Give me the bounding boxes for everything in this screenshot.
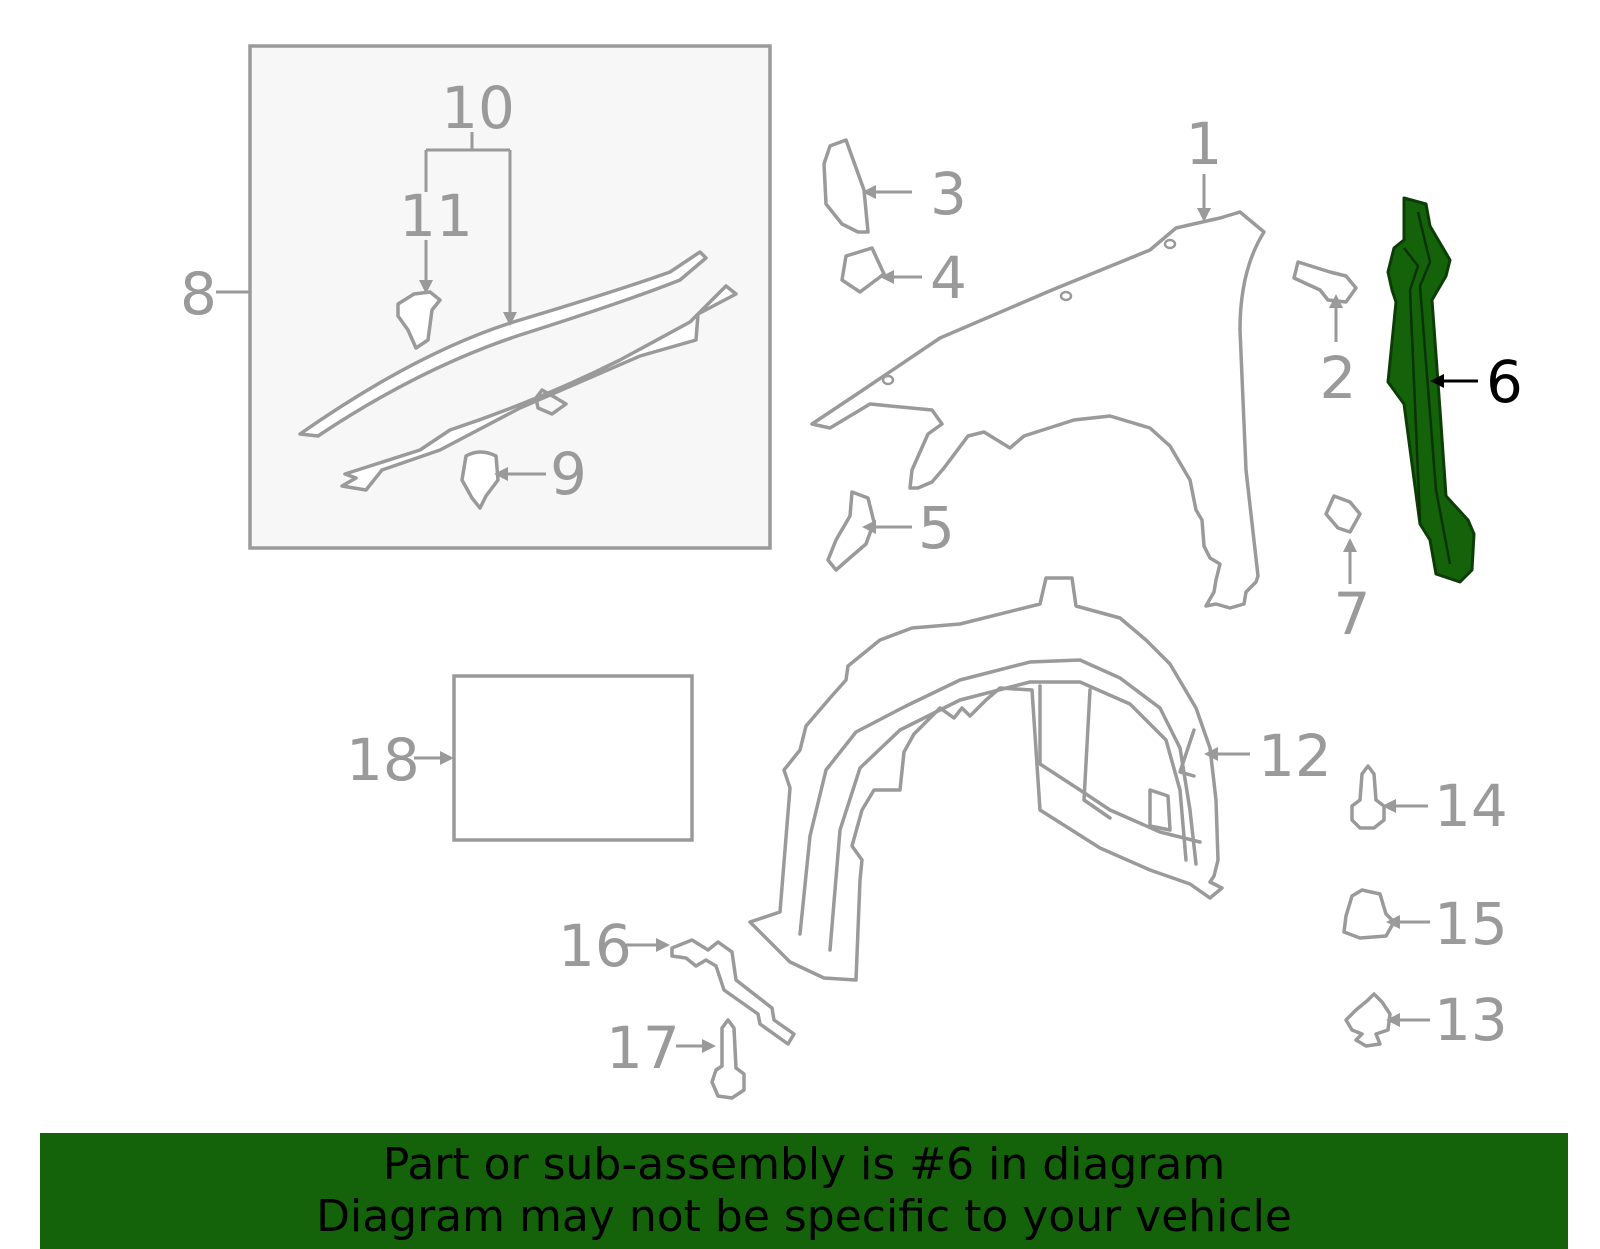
part-17-bolt[interactable]: [710, 1018, 746, 1100]
part-5-bracket[interactable]: [826, 490, 876, 572]
part-3-bracket[interactable]: [822, 138, 870, 234]
info-banner: Part or sub-assembly is #6 in diagram Di…: [40, 1133, 1568, 1249]
callout-9[interactable]: 9: [550, 440, 587, 508]
callout-7[interactable]: 7: [1334, 580, 1371, 648]
part-7-nut[interactable]: [1324, 494, 1362, 534]
part-2-bolt[interactable]: [1292, 260, 1358, 304]
part-11-clip[interactable]: [396, 290, 442, 350]
part-1-fender[interactable]: [810, 210, 1266, 610]
liner-inner-rib: [798, 658, 1198, 936]
part-4-spacer[interactable]: [840, 246, 886, 294]
callout-2[interactable]: 2: [1320, 344, 1357, 412]
part-15-clip-nut[interactable]: [1342, 888, 1396, 940]
banner-line-2: Diagram may not be specific to your vehi…: [316, 1191, 1292, 1242]
part-16-strip[interactable]: [670, 938, 796, 1046]
leader-lines: [216, 132, 1478, 1053]
liner-inner-rib: [1178, 728, 1196, 778]
callout-17[interactable]: 17: [606, 1014, 680, 1082]
liner-inner-rib: [1148, 788, 1172, 832]
part-14-bolt[interactable]: [1350, 764, 1386, 830]
part-8-lower-strip[interactable]: [340, 284, 738, 492]
callout-3[interactable]: 3: [930, 160, 967, 228]
callout-1[interactable]: 1: [1186, 110, 1223, 178]
part-9-clip[interactable]: [460, 450, 500, 510]
liner-inner-rib: [828, 680, 1188, 952]
liner-inner-rib: [1038, 684, 1202, 844]
callout-16[interactable]: 16: [558, 912, 632, 980]
part-6-inner-line: [1403, 247, 1422, 521]
part-6-inner-line: [1416, 211, 1452, 565]
part-13-clip[interactable]: [1344, 992, 1392, 1048]
callout-18[interactable]: 18: [346, 726, 420, 794]
callout-11[interactable]: 11: [399, 182, 473, 250]
callout-4[interactable]: 4: [930, 244, 967, 312]
part-12-wheel-liner[interactable]: [748, 576, 1224, 982]
callout-13[interactable]: 13: [1434, 986, 1508, 1054]
callout-15[interactable]: 15: [1434, 890, 1508, 958]
fender-hole: [881, 374, 895, 386]
part-18-label[interactable]: [452, 674, 694, 842]
callout-10[interactable]: 10: [441, 74, 515, 142]
part-6-bracket-highlighted[interactable]: [1386, 196, 1476, 584]
liner-inner-rib: [1082, 688, 1112, 820]
fender-hole: [1059, 290, 1073, 302]
fender-hole: [1163, 238, 1177, 250]
callout-14[interactable]: 14: [1434, 772, 1508, 840]
callout-8[interactable]: 8: [180, 260, 217, 328]
callout-6[interactable]: 6: [1486, 348, 1523, 416]
callout-labels: 1 2 3 4 5 6 7 8 9 10 11 12 13 14 15 16 1…: [180, 74, 1523, 1082]
callout-12[interactable]: 12: [1258, 722, 1332, 790]
part-8-tab: [534, 388, 568, 416]
banner-line-1: Part or sub-assembly is #6 in diagram: [382, 1139, 1226, 1190]
callout-5[interactable]: 5: [918, 494, 955, 562]
part-10-seal-strip[interactable]: [298, 250, 708, 438]
